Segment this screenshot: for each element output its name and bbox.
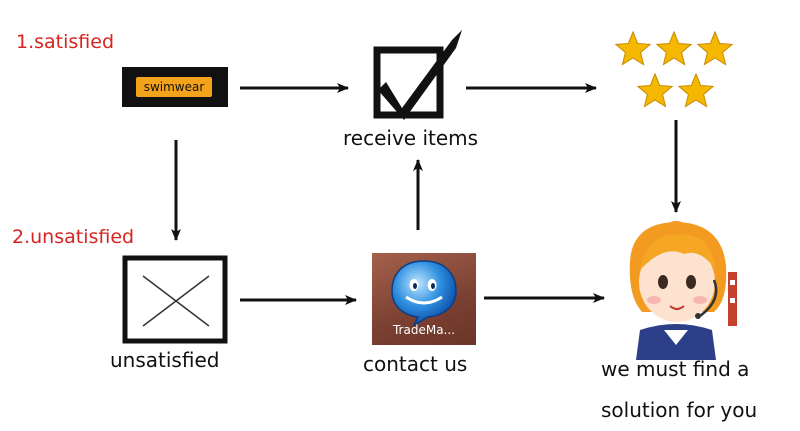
- trademanager-label: TradeMa...: [392, 323, 455, 337]
- swimwear-label: swimwear: [136, 77, 212, 97]
- unsatisfied-heading: 2.unsatisfied: [12, 226, 135, 248]
- solution-line-2: solution for you: [601, 398, 758, 422]
- support-agent-icon: [629, 221, 737, 360]
- contact-us-label: contact us: [363, 352, 468, 376]
- satisfied-heading: 1.satisfied: [16, 31, 115, 53]
- star-icon: [677, 72, 715, 108]
- receive-items-label: receive items: [343, 126, 479, 150]
- trademanager-icon: TradeMa...: [372, 253, 476, 345]
- x-box-icon: [122, 255, 228, 344]
- unsatisfied-label: unsatisfied: [110, 348, 220, 372]
- checkbox-check-icon: [373, 30, 462, 120]
- star-icon: [655, 30, 693, 66]
- swimwear-badge: swimwear: [122, 67, 228, 107]
- solution-line-1: we must find a: [601, 357, 750, 381]
- star-icon: [636, 72, 674, 108]
- rating-stars: [614, 30, 734, 108]
- star-icon: [614, 30, 652, 66]
- star-icon: [696, 30, 734, 66]
